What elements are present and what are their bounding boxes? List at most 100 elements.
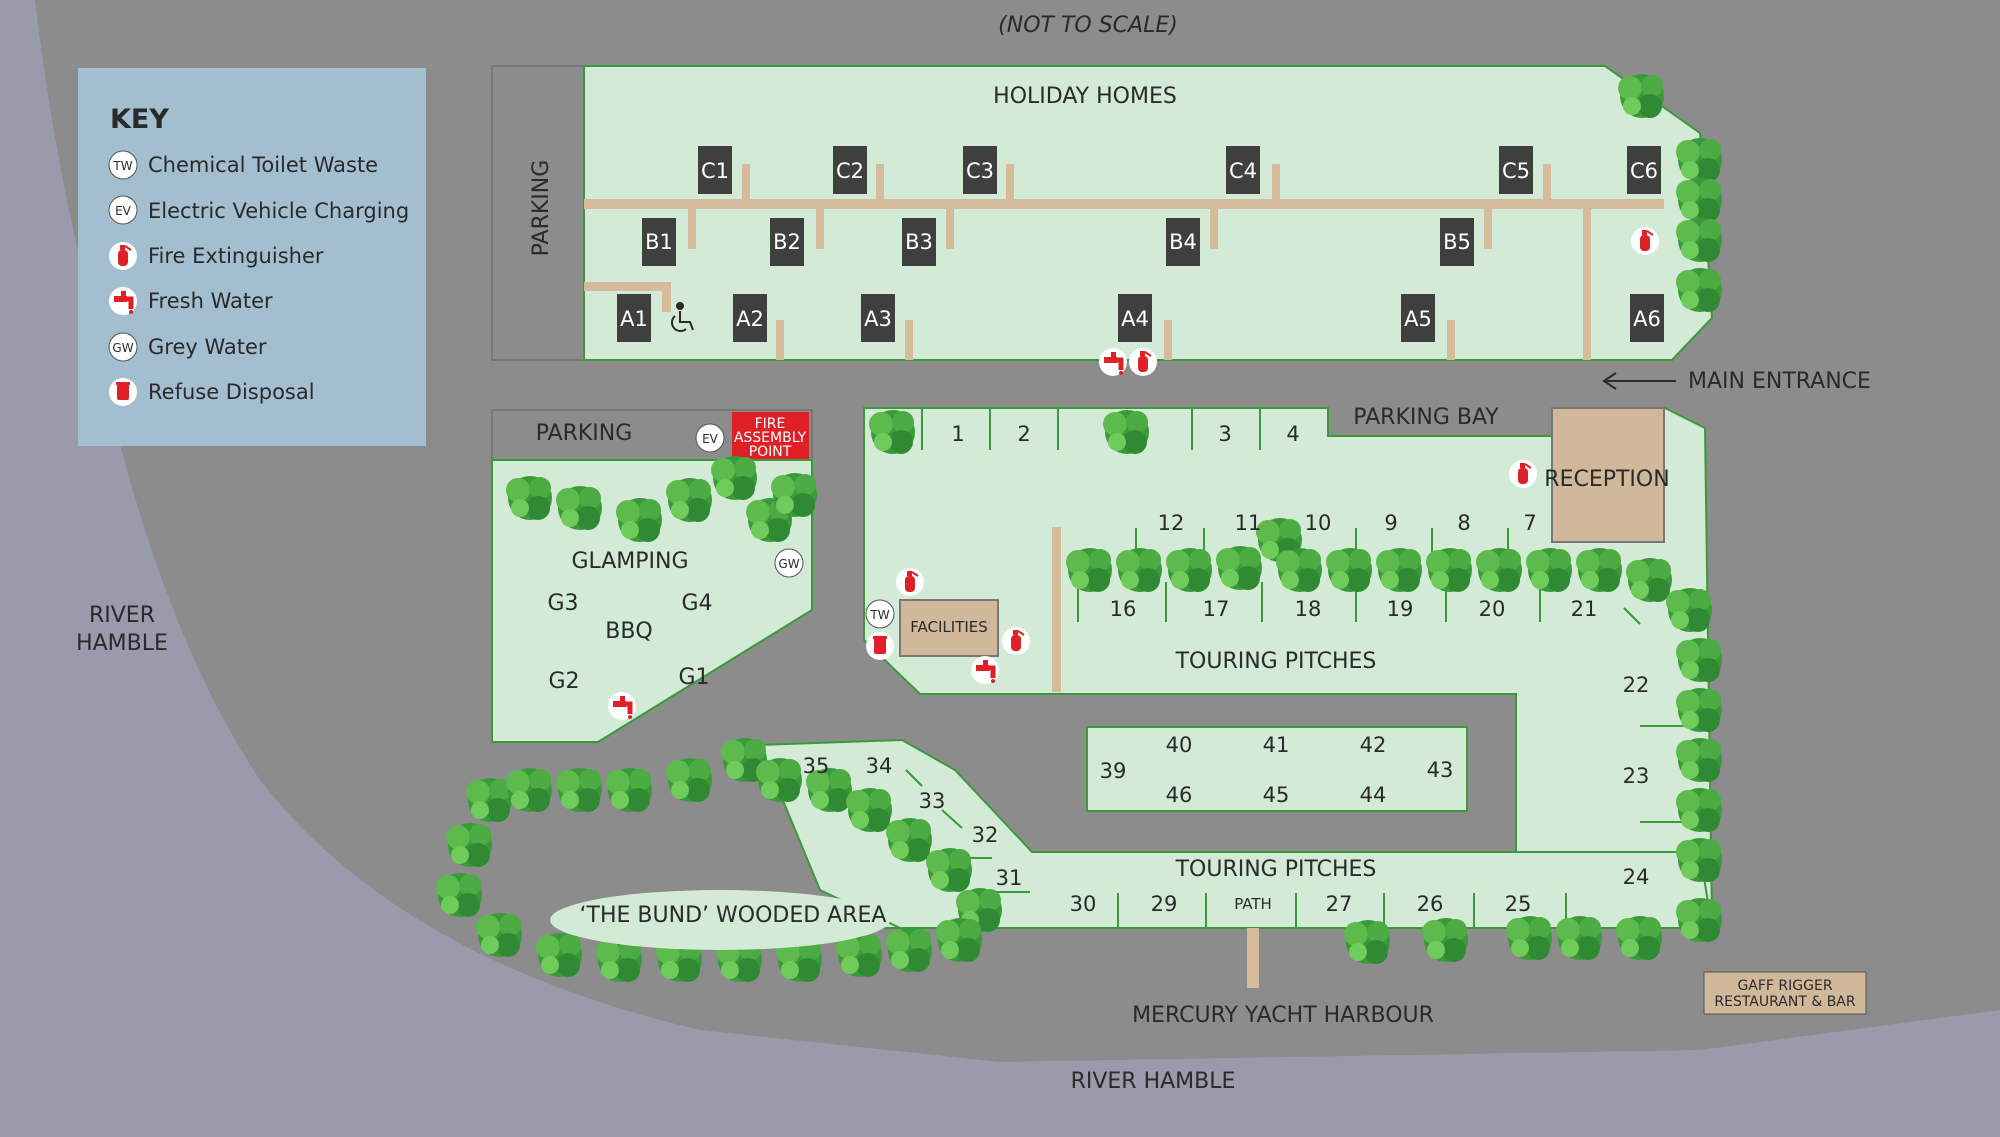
- unit-b2: B2: [773, 230, 801, 254]
- glamping-bbq: BBQ: [605, 619, 653, 644]
- unit-c6: C6: [1630, 159, 1658, 183]
- main-entrance-label: MAIN ENTRANCE: [1688, 369, 1871, 394]
- pitch-dividers: [905, 408, 1684, 928]
- fire-extinguisher-icon: [895, 567, 925, 597]
- key-label: Fresh Water: [148, 289, 273, 313]
- pitch-8: 8: [1457, 511, 1470, 535]
- touring-pitches-lower-title: TOURING PITCHES: [1175, 857, 1377, 882]
- pitch-22: 22: [1623, 673, 1650, 697]
- unit-b4: B4: [1169, 230, 1197, 254]
- main-entrance-arrowhead: [1602, 372, 1617, 390]
- pitch-3: 3: [1218, 422, 1231, 446]
- glamping-area: [491, 459, 813, 743]
- unit-c1: C1: [701, 159, 729, 183]
- pitch-24: 24: [1623, 865, 1650, 889]
- pitch-43: 43: [1427, 758, 1454, 782]
- refuse-bin-icon: [866, 632, 894, 660]
- unit-c2: C2: [836, 159, 864, 183]
- unit-a5: A5: [1404, 307, 1432, 331]
- unit-b5: B5: [1443, 230, 1471, 254]
- key-item-fire: Fire Extinguisher: [108, 241, 324, 271]
- unit-c4: C4: [1229, 159, 1257, 183]
- pitch-19: 19: [1387, 597, 1414, 621]
- refuse-bin-icon: [109, 378, 137, 406]
- pitch-2: 2: [1017, 422, 1030, 446]
- key-label: Electric Vehicle Charging: [148, 199, 409, 223]
- ev-badge: EV: [702, 432, 719, 446]
- pitch-29: 29: [1151, 892, 1178, 916]
- reception-label: RECEPTION: [1544, 467, 1669, 492]
- gaff-rigger-line1: GAFF RIGGER: [1737, 978, 1832, 994]
- unit-b1: B1: [645, 230, 673, 254]
- unit-a4: A4: [1121, 307, 1149, 331]
- scale-note: (NOT TO SCALE): [998, 13, 1178, 38]
- pitch-7: 7: [1523, 511, 1536, 535]
- reception-building: [1551, 407, 1665, 543]
- pitch-31: 31: [996, 866, 1023, 890]
- pitch-25: 25: [1505, 892, 1532, 916]
- key-item-gw: GW Grey Water: [108, 332, 267, 362]
- gw-badge: GW: [778, 557, 799, 571]
- pitch-11: 11: [1235, 511, 1262, 535]
- unit-b3: B3: [905, 230, 933, 254]
- pitch-46: 46: [1166, 783, 1193, 807]
- water-tap-icon: [1099, 348, 1127, 376]
- water-tap-icon: [608, 692, 636, 720]
- pitch-42: 42: [1360, 733, 1387, 757]
- pitch-41: 41: [1263, 733, 1290, 757]
- pitch-4: 4: [1286, 422, 1299, 446]
- pitch-12: 12: [1158, 511, 1185, 535]
- fire-assembly-point: [732, 412, 809, 459]
- pitch-26: 26: [1417, 892, 1444, 916]
- bund-label: ‘THE BUND’ WOODED AREA: [580, 903, 887, 928]
- pitch-10: 10: [1305, 511, 1332, 535]
- gaff-rigger-sign: [1703, 971, 1867, 1015]
- pitch-17: 17: [1203, 597, 1230, 621]
- fire-extinguisher-icon: [1508, 459, 1538, 489]
- bund-clearing: [550, 890, 890, 950]
- harbour-label: MERCURY YACHT HARBOUR: [1132, 1003, 1434, 1028]
- holiday-homes-title: HOLIDAY HOMES: [993, 84, 1177, 109]
- pitch-39: 39: [1100, 759, 1127, 783]
- pitch-20: 20: [1479, 597, 1506, 621]
- unit-a2: A2: [736, 307, 764, 331]
- pitch-16: 16: [1110, 597, 1137, 621]
- unit-a3: A3: [864, 307, 892, 331]
- pitch-40: 40: [1166, 733, 1193, 757]
- pitch-33: 33: [919, 789, 946, 813]
- parking-bay-label: PARKING BAY: [1353, 405, 1499, 430]
- pitch-27: 27: [1326, 892, 1353, 916]
- gaff-rigger-line2: RESTAURANT & BAR: [1714, 994, 1856, 1010]
- fire-assembly-line3: POINT: [749, 444, 792, 460]
- key-title: KEY: [110, 104, 169, 135]
- pitch-34: 34: [866, 754, 893, 778]
- glamping-unit-g4: G4: [681, 591, 712, 616]
- tw-badge: TW: [869, 608, 889, 622]
- key-item-ev: EV Electric Vehicle Charging: [108, 195, 409, 225]
- river-left-line2: HAMBLE: [76, 631, 168, 656]
- fire-extinguisher-icon: [108, 241, 138, 271]
- path-label: PATH: [1234, 895, 1272, 913]
- unit-c3: C3: [966, 159, 994, 183]
- fire-extinguisher-icon: [1630, 226, 1660, 256]
- glamping-title: GLAMPING: [571, 549, 688, 574]
- key-item-water: Fresh Water: [109, 287, 273, 315]
- holiday-homes-area: [583, 65, 1714, 361]
- pitch-23: 23: [1623, 764, 1650, 788]
- holiday-parking-label: PARKING: [529, 160, 554, 257]
- svg-text:GW: GW: [112, 341, 133, 355]
- holiday-unit-boxes: [617, 146, 1664, 342]
- river-bottom-label: RIVER HAMBLE: [1071, 1069, 1236, 1094]
- facilities-label: FACILITIES: [910, 618, 988, 636]
- fire-extinguisher-icon: [1001, 626, 1031, 656]
- pitch-1: 1: [951, 422, 964, 446]
- pitch-35: 35: [803, 754, 830, 778]
- svg-text:EV: EV: [115, 204, 132, 218]
- water-tap-icon: [971, 656, 999, 684]
- pitch-30: 30: [1070, 892, 1097, 916]
- touring-pitches-upper-title: TOURING PITCHES: [1175, 649, 1377, 674]
- pitch-45: 45: [1263, 783, 1290, 807]
- holiday-paths: [584, 164, 1664, 360]
- facilities-building: [899, 599, 999, 657]
